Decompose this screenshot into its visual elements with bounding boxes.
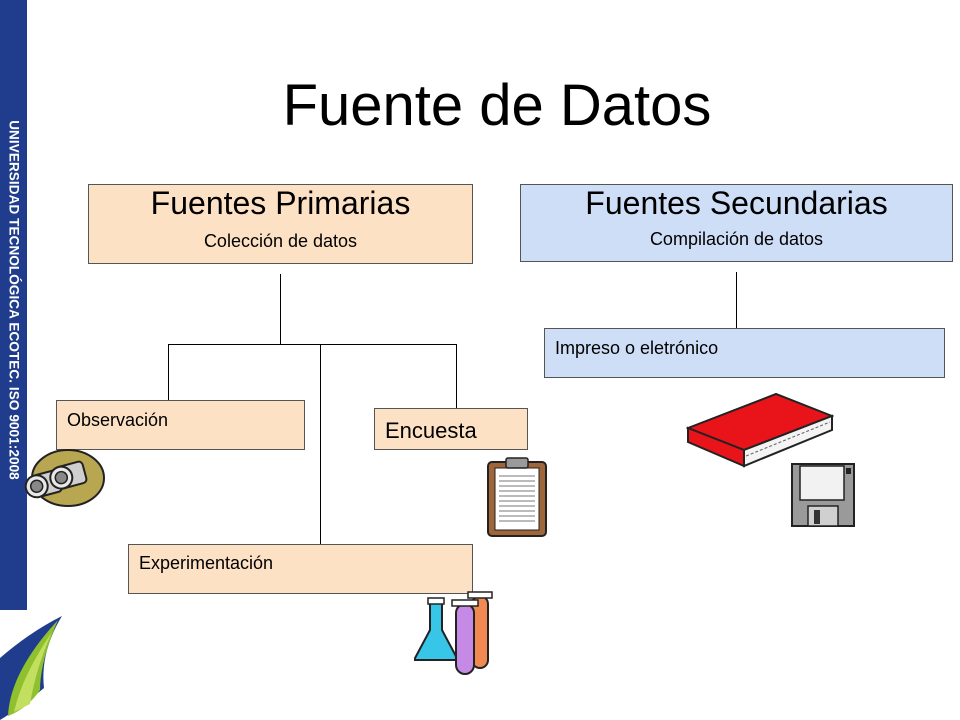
experimentation-box: Experimentación (128, 544, 473, 594)
floppy-disk-icon (791, 463, 855, 527)
secondary-sources-subheading: Compilación de datos (649, 229, 824, 249)
connector-survey (456, 344, 457, 408)
sidebar-band: UNIVERSIDAD TECNOLÓGICA ECOTEC. ISO 9001… (0, 0, 27, 610)
connector-experimentation (320, 344, 321, 544)
secondary-sources-heading: Fuentes Secundarias (585, 185, 888, 221)
connector-primary-down (280, 274, 281, 344)
connector-observation (168, 344, 169, 400)
primary-sources-box: Fuentes Primarias Colección de datos (88, 184, 473, 264)
primary-sources-heading: Fuentes Primarias (150, 185, 411, 221)
survey-box: Encuesta (374, 408, 528, 450)
page-title: Fuente de Datos (282, 73, 712, 138)
binoculars-icon (24, 449, 105, 507)
clipboard-icon (487, 457, 547, 537)
secondary-sources-box: Fuentes Secundarias Compilación de datos (520, 184, 953, 262)
sidebar-text: UNIVERSIDAD TECNOLÓGICA ECOTEC. ISO 9001… (6, 120, 21, 480)
printed-electronic-box: Impreso o eletrónico (544, 328, 945, 378)
connector-primary-horizontal (168, 344, 457, 345)
primary-sources-subheading: Colección de datos (203, 231, 358, 251)
book-icon (686, 392, 834, 468)
observation-box: Observación (56, 400, 305, 450)
ecotec-logo-icon (0, 616, 62, 720)
connector-secondary-down (736, 272, 737, 328)
flask-test-tubes-icon (414, 591, 493, 675)
